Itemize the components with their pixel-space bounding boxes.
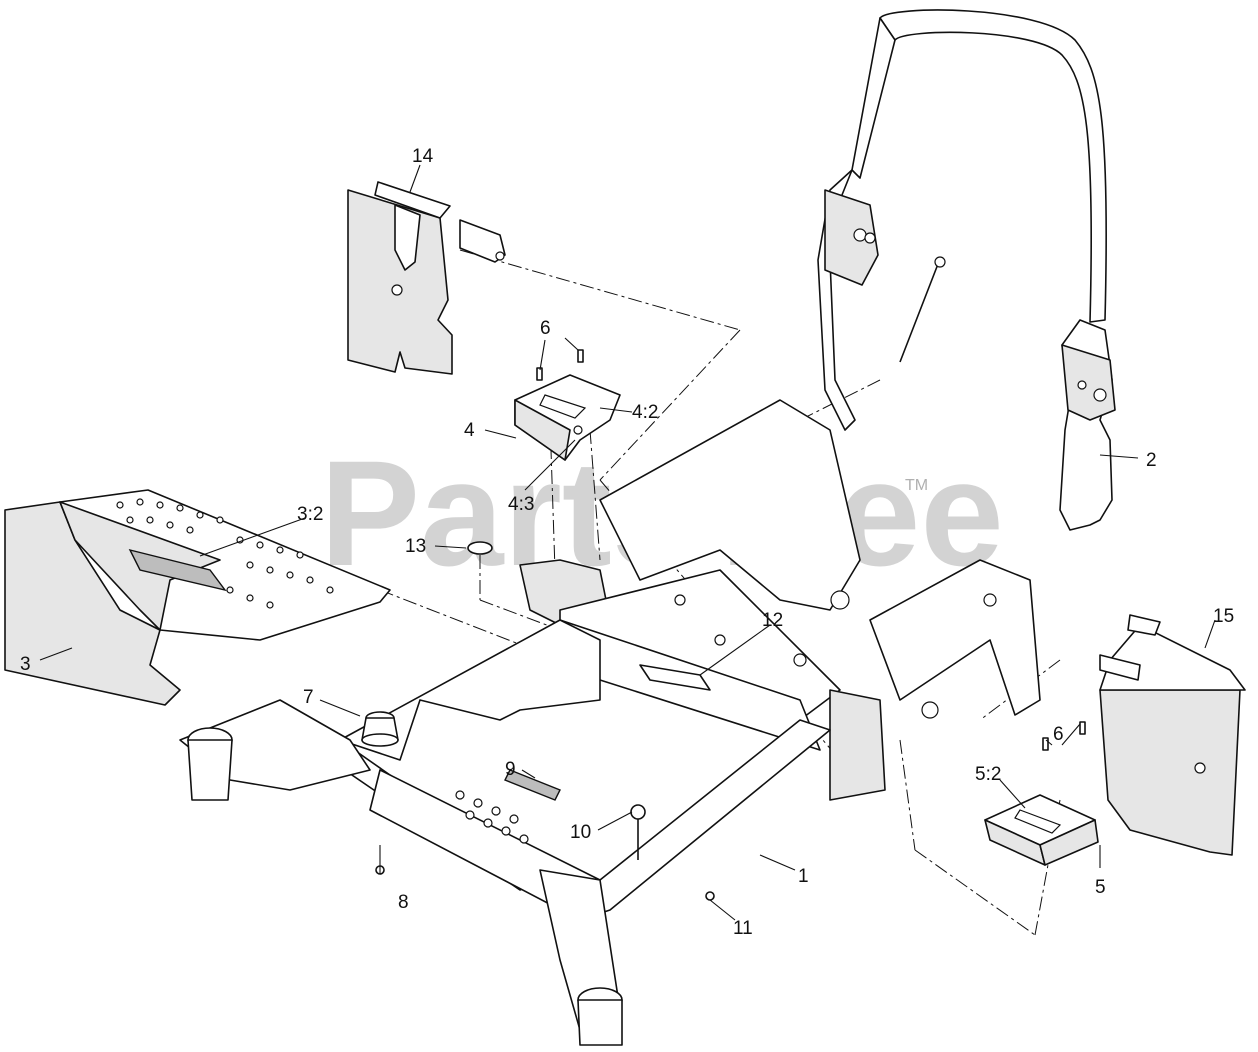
callout-10: 10 xyxy=(570,822,591,843)
callout-4: 4 xyxy=(464,420,475,441)
part-2-roll-bar xyxy=(817,9,1116,531)
callout-5-2: 5:2 xyxy=(975,764,1001,785)
callout-2: 2 xyxy=(1146,450,1157,471)
frame-holes xyxy=(455,590,997,844)
callout-3: 3 xyxy=(20,654,31,675)
callout-5: 5 xyxy=(1095,877,1106,898)
part-1-main-frame xyxy=(179,399,1041,1046)
part-13-plug xyxy=(467,541,493,555)
watermark-trademark: TM xyxy=(905,477,928,494)
part-15-right-panel xyxy=(1099,614,1246,856)
callouts: 1 2 3 3:2 4 4:2 4:3 5 5:2 6 6 7 8 9 10 1… xyxy=(20,146,1234,939)
callout-8: 8 xyxy=(398,892,409,913)
callout-1: 1 xyxy=(798,866,809,887)
leader-lines xyxy=(39,164,1216,921)
callout-4-2: 4:2 xyxy=(632,402,658,423)
part-7-bumper xyxy=(361,711,399,747)
callout-9: 9 xyxy=(505,759,516,780)
callout-7: 7 xyxy=(303,687,314,708)
part-9-grommet xyxy=(504,769,561,801)
part-14-left-panel xyxy=(347,181,506,375)
part-3-floor-pan xyxy=(4,489,391,706)
part-12-decal xyxy=(639,664,711,691)
part-6-screws xyxy=(1042,721,1086,751)
callout-4-3: 4:3 xyxy=(508,494,534,515)
callout-3-2: 3:2 xyxy=(297,504,323,525)
part-4-bracket xyxy=(514,349,621,461)
part-11-nut xyxy=(705,891,715,901)
callout-6-top: 6 xyxy=(540,318,551,339)
part-5-bracket xyxy=(984,794,1099,866)
callout-15: 15 xyxy=(1213,606,1234,627)
callout-6-bottom: 6 xyxy=(1053,724,1064,745)
callout-13: 13 xyxy=(405,536,426,557)
callout-14: 14 xyxy=(412,146,434,167)
callout-11: 11 xyxy=(733,918,753,939)
callout-12: 12 xyxy=(762,610,783,631)
floor-mat-holes xyxy=(116,498,334,609)
